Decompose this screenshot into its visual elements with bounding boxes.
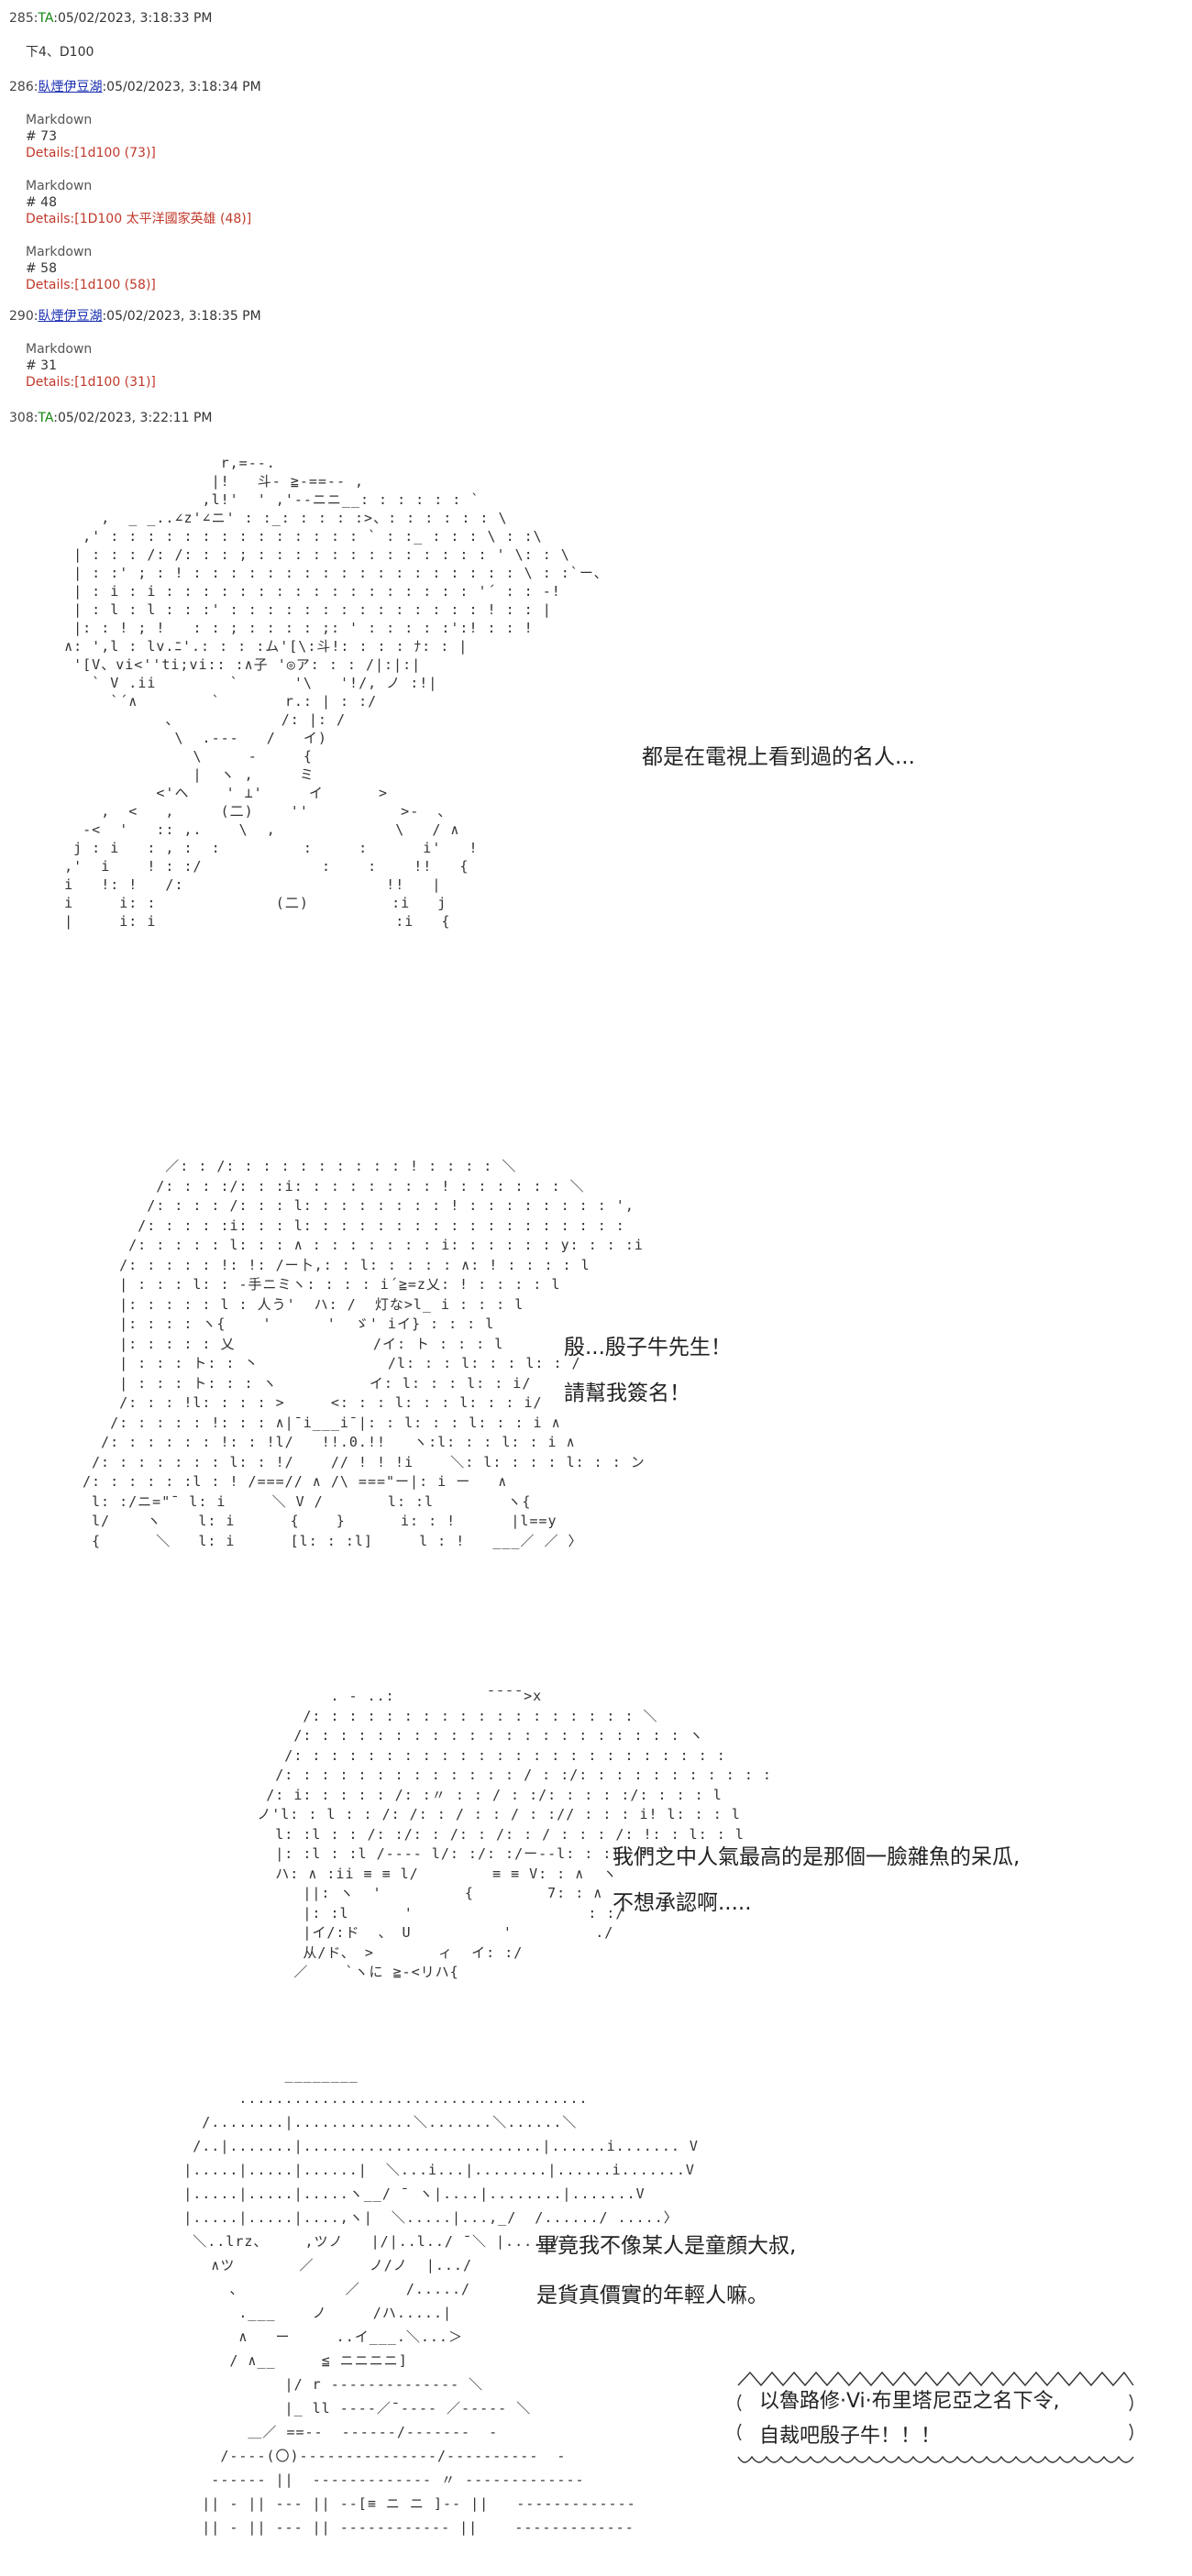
dice-result: # 73 <box>26 129 57 144</box>
ascii-art-figure-3: . ‐ ..: ¯¯¯¯>x /: : : : : : : : : : : : … <box>257 1688 772 1980</box>
dice-result: # 58 <box>26 261 57 276</box>
dice-result: # 48 <box>26 195 57 210</box>
ascii-art-figure-4: ________ ...............................… <box>183 2066 699 2536</box>
post-timestamp: 05/02/2023, 3:18:33 PM <box>57 11 213 26</box>
shout-bubble-outline <box>737 2371 1134 2463</box>
speech-text-3b: 不想承認啊..... <box>613 1891 752 1915</box>
speech-text-1: 都是在電視上看到過的名人... <box>642 745 915 769</box>
dice-detail: Details:[1D100 太平洋國家英雄 (48)] <box>26 212 252 226</box>
post-header-308: 308:TA:05/02/2023, 3:22:11 PM <box>9 411 213 425</box>
dice-label: Markdown <box>26 179 93 193</box>
post-author[interactable]: TA <box>38 411 54 425</box>
post-header-290: 290:臥煙伊豆湖:05/02/2023, 3:18:35 PM <box>9 309 261 324</box>
speech-text-2a: 殷...殷子牛先生！ <box>564 1336 732 1360</box>
shout-text-2: 自裁吧殷子牛！！！ <box>759 2425 942 2448</box>
post-number: 290 <box>9 309 34 324</box>
post-author[interactable]: TA <box>38 11 54 26</box>
speech-text-4b: 是貨真價實的年輕人嘛。 <box>536 2284 768 2307</box>
post-timestamp: 05/02/2023, 3:22:11 PM <box>57 411 213 425</box>
shout-text-1: 以魯路修·Vi·布里塔尼亞之名下令, <box>759 2390 1060 2413</box>
ascii-art-figure-2: ／: : /: : : : : : : : : : ! : : : : ＼ /:… <box>83 1158 646 1549</box>
dice-roll-4: Markdown # 31 Details:[1d100 (31)] <box>26 341 156 391</box>
post-timestamp: 05/02/2023, 3:18:35 PM <box>106 309 261 324</box>
post-author-link[interactable]: 臥煙伊豆湖 <box>38 80 103 94</box>
post-header-286: 286:臥煙伊豆湖:05/02/2023, 3:18:34 PM <box>9 80 261 94</box>
dice-detail: Details:[1d100 (31)] <box>26 375 156 390</box>
post-header-285: 285:TA:05/02/2023, 3:18:33 PM <box>9 11 213 26</box>
post-number: 308 <box>9 411 34 425</box>
speech-text-2b: 請幫我簽名！ <box>564 1382 690 1405</box>
post-body-285: 下4、D100 <box>26 45 94 60</box>
post-author-link[interactable]: 臥煙伊豆湖 <box>38 309 103 324</box>
post-number: 286 <box>9 80 34 94</box>
dice-detail: Details:[1d100 (58)] <box>26 278 156 292</box>
dice-roll-1: Markdown # 73 Details:[1d100 (73)] <box>26 112 156 161</box>
dice-label: Markdown <box>26 113 93 127</box>
post-timestamp: 05/02/2023, 3:18:34 PM <box>106 80 261 94</box>
dice-roll-2: Markdown # 48 Details:[1D100 太平洋國家英雄 (48… <box>26 178 251 227</box>
dice-detail: Details:[1d100 (73)] <box>26 146 156 160</box>
dice-result: # 31 <box>26 358 57 373</box>
dice-label: Markdown <box>26 342 93 357</box>
dice-roll-3: Markdown # 58 Details:[1d100 (58)] <box>26 244 156 293</box>
post-number: 285 <box>9 11 34 26</box>
speech-text-3a: 我們之中人氣最高的是那個一臉雜魚的呆瓜, <box>613 1845 1021 1869</box>
dice-label: Markdown <box>26 245 93 259</box>
shout-bubble: 以魯路修·Vi·布里塔尼亞之名下令, 自裁吧殷子牛！！！ <box>734 2365 1137 2475</box>
ascii-art-figure-1: r,=‐-. |! 斗‐ ≧-==-‐ , ,l!' ' ,'-‐ニニ__: :… <box>64 455 609 930</box>
speech-text-4a: 畢竟我不像某人是童顏大叔, <box>536 2234 797 2258</box>
